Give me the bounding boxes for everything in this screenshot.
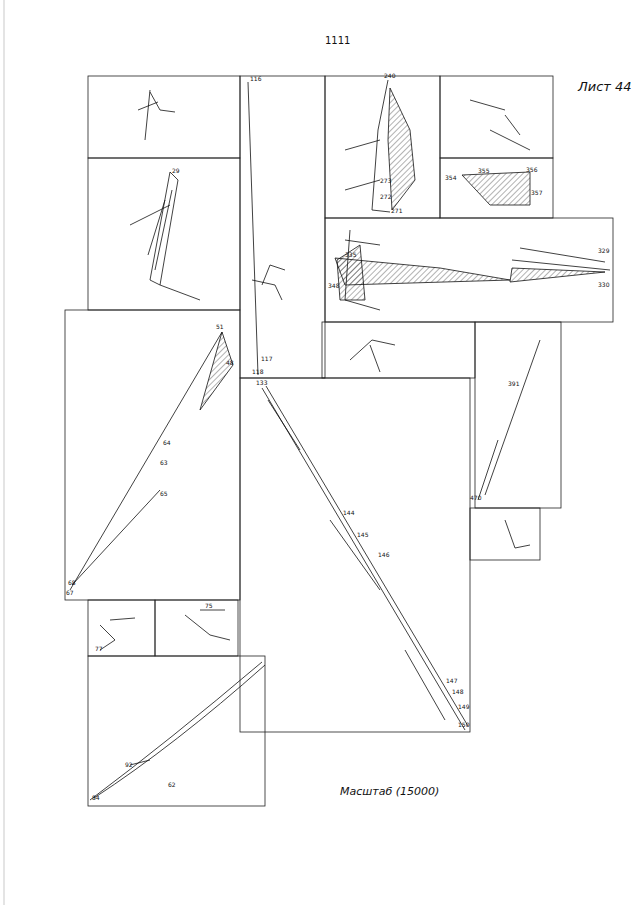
point-number: 357	[531, 190, 542, 196]
point-number: 118	[252, 369, 263, 375]
point-number: 470	[470, 495, 481, 501]
point-number: 48	[226, 360, 234, 366]
sheet-note: Лист 44	[578, 80, 632, 93]
point-number: 355	[478, 168, 489, 174]
sheet-note: 1111	[325, 36, 350, 46]
point-number: 354	[445, 175, 456, 181]
point-number: 65	[160, 491, 168, 497]
point-number: 150	[458, 722, 469, 728]
point-number: 84	[92, 795, 100, 801]
point-number: 116	[250, 76, 261, 82]
point-number: 356	[526, 167, 537, 173]
point-number: 62	[168, 782, 176, 788]
point-number: 148	[452, 689, 463, 695]
point-number: 147	[446, 678, 457, 684]
point-number: 117	[261, 356, 272, 362]
point-number: 75	[205, 603, 213, 609]
point-number: 29	[172, 168, 180, 174]
point-number: 145	[357, 532, 368, 538]
point-number: 144	[343, 510, 354, 516]
point-number: 271	[391, 208, 402, 214]
point-number: 146	[378, 552, 389, 558]
point-number: 329	[598, 248, 609, 254]
point-number: 68	[68, 580, 76, 586]
point-number: 348	[328, 283, 339, 289]
point-number: 149	[458, 704, 469, 710]
point-number: 240	[384, 73, 395, 79]
point-number: 133	[256, 380, 267, 386]
point-number: 77	[95, 646, 103, 652]
point-number: 63	[160, 460, 168, 466]
point-number: 335	[345, 252, 356, 258]
point-number: 272	[380, 194, 391, 200]
sheet-note: Масштаб (15000)	[340, 786, 439, 797]
point-number: 64	[163, 440, 171, 446]
point-number: 330	[598, 282, 609, 288]
point-number: 51	[216, 324, 224, 330]
point-number: 391	[508, 381, 519, 387]
point-number: 67	[66, 590, 74, 596]
point-number: 273	[380, 178, 391, 184]
point-number: 92	[125, 762, 133, 768]
